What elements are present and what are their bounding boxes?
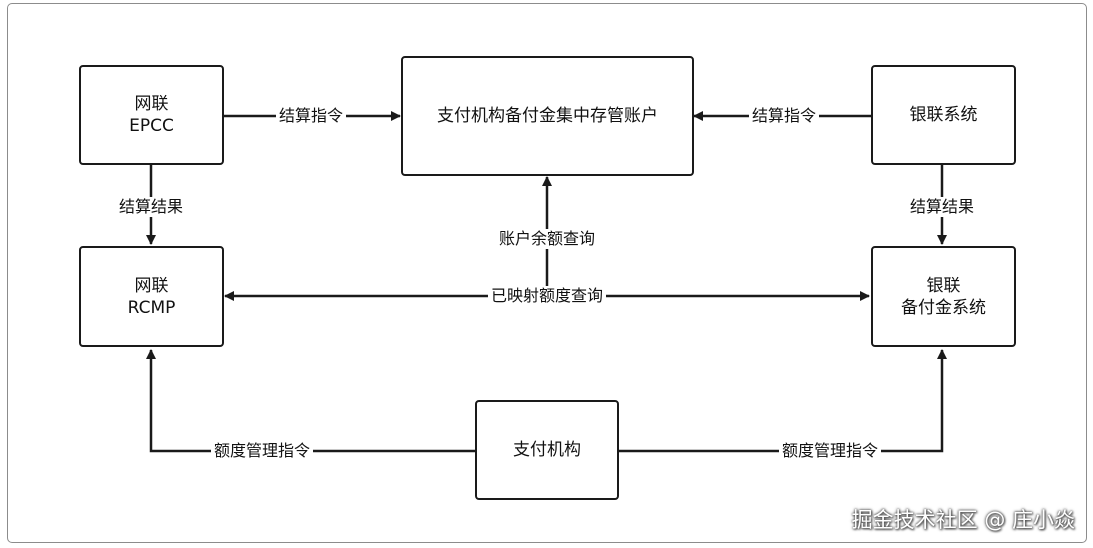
watermark: 掘金技术社区 @ 庄小焱	[851, 508, 1075, 532]
edge-label-epcc-settlement-result: 结算结果	[115, 197, 187, 217]
arrow-quota-to-reserve	[619, 349, 947, 453]
node-payment-institution: 支付机构	[475, 400, 619, 500]
arrow-quota-to-rcmp	[146, 349, 475, 453]
node-epcc-line2: EPCC	[129, 116, 174, 136]
node-rcmp: 网联 RCMP	[79, 246, 224, 347]
edge-label-quota-instruction-rcmp: 额度管理指令	[210, 441, 314, 461]
node-rcmp-line1: 网联	[134, 275, 169, 296]
node-unionpay-reserve: 银联 备付金系统	[871, 246, 1016, 347]
node-unionpay-reserve-line1: 银联	[926, 275, 961, 296]
node-central-account: 支付机构备付金集中存管账户	[401, 56, 694, 176]
node-rcmp-line2: RCMP	[127, 297, 176, 318]
node-unionpay-system: 银联系统	[871, 65, 1016, 165]
edge-label-quota-instruction-reserve: 额度管理指令	[778, 441, 882, 461]
edge-label-epcc-settlement-instruction: 结算指令	[275, 106, 347, 126]
node-unionpay-system-label: 银联系统	[909, 105, 978, 125]
diagram-frame	[7, 3, 1087, 543]
edge-label-unionpay-settlement-instruction: 结算指令	[748, 106, 820, 126]
node-epcc: 网联 EPCC	[79, 65, 224, 165]
node-payment-institution-label: 支付机构	[513, 440, 581, 460]
node-central-account-label: 支付机构备付金集中存管账户	[437, 106, 658, 126]
node-unionpay-reserve-line2: 备付金系统	[901, 297, 986, 318]
edge-label-balance-query: 账户余额查询	[495, 229, 599, 249]
edge-label-unionpay-settlement-result: 结算结果	[906, 197, 978, 217]
edge-label-mapped-quota-query: 已映射额度查询	[487, 286, 607, 306]
node-epcc-line1: 网联	[134, 94, 169, 114]
